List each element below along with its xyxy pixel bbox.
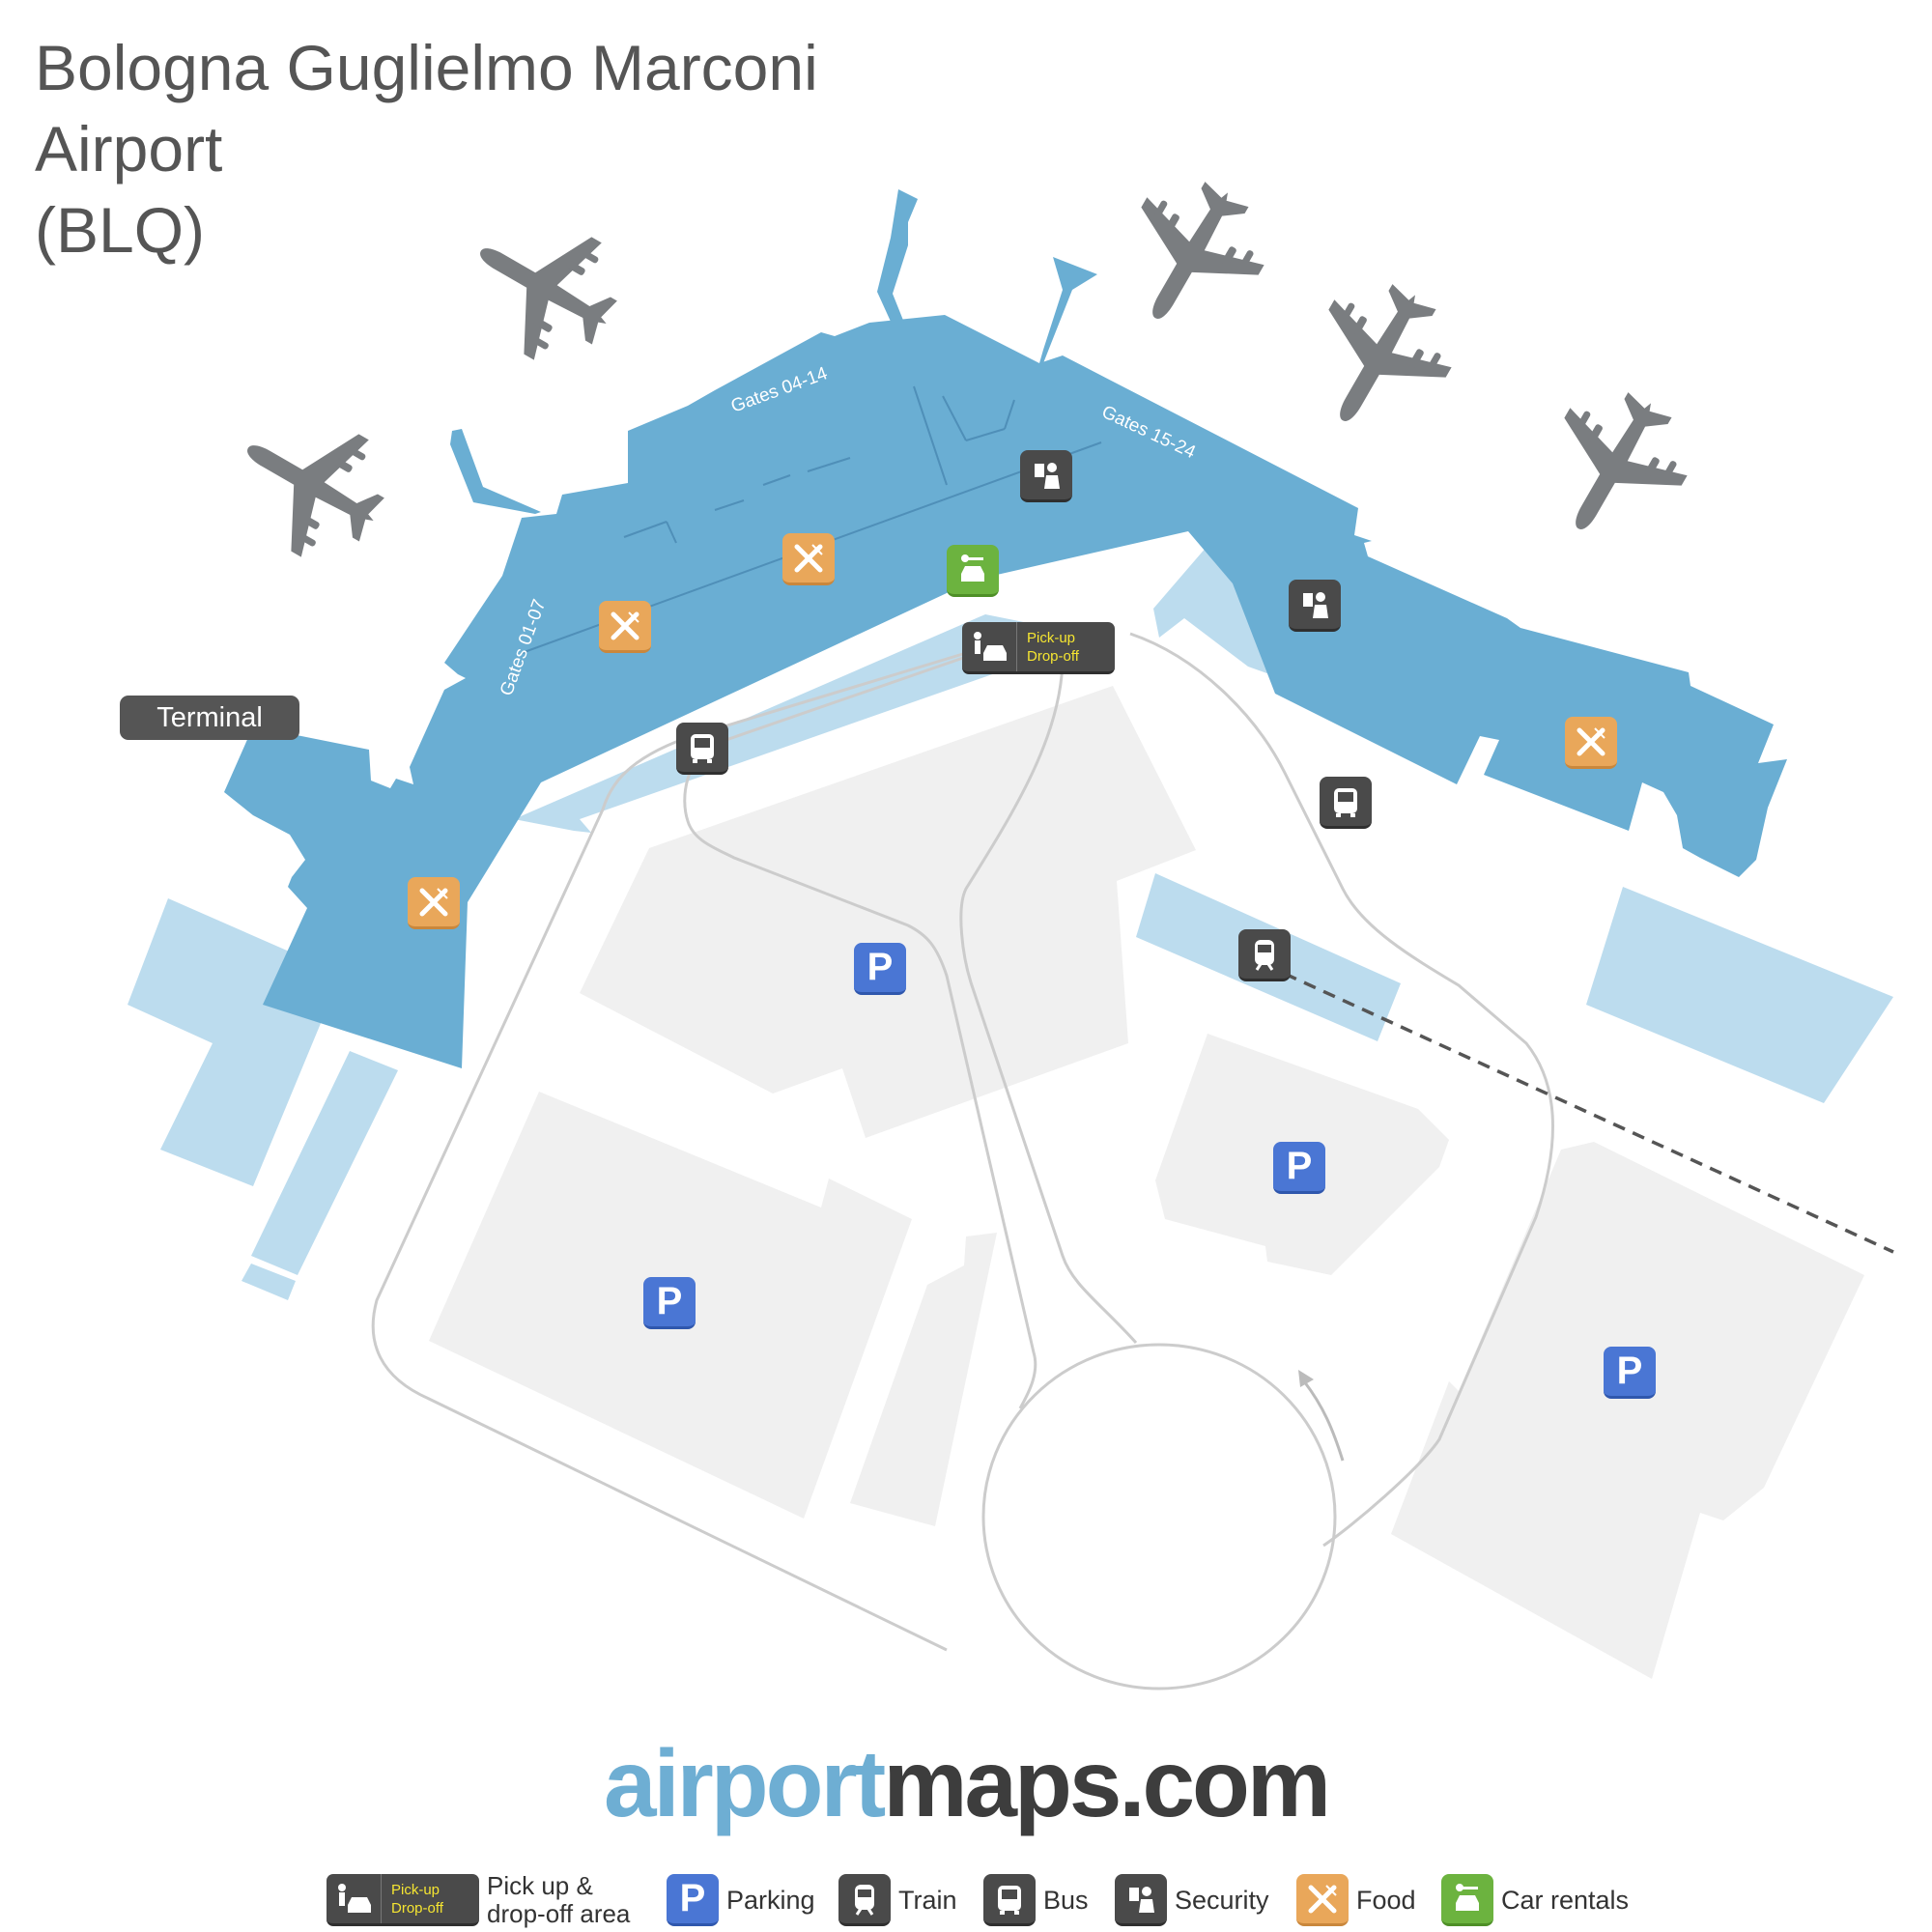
legend: Pick-up Drop-off Pick up & drop-off area… (0, 1870, 1932, 1930)
pickup-dropoff-sign: Pick-up Drop-off (327, 1874, 479, 1926)
title-line-1: Bologna Guglielmo Marconi (35, 32, 818, 103)
legend-label-security: Security (1175, 1885, 1269, 1915)
legend-item-parking: P Parking (667, 1870, 815, 1930)
terminal-label[interactable]: Terminal (120, 696, 299, 740)
pickup-dropoff-sign[interactable]: Pick-up Drop-off (962, 622, 1115, 674)
parking-icon[interactable]: P (1604, 1347, 1656, 1399)
security-icon[interactable] (1289, 580, 1341, 632)
legend-item-car-rentals: Car rentals (1441, 1870, 1629, 1930)
parking-icon[interactable]: P (1273, 1142, 1325, 1194)
legend-label-car-rentals: Car rentals (1501, 1885, 1630, 1915)
parking-icon[interactable]: P (854, 943, 906, 995)
food-icon[interactable] (782, 533, 835, 585)
page-title: Bologna Guglielmo Marconi Airport (BLQ) (35, 27, 818, 270)
legend-pickup-line-1: Pick up & (487, 1871, 593, 1900)
terminal-building (224, 189, 1787, 1068)
bus-icon[interactable] (676, 723, 728, 775)
legend-label-train: Train (898, 1885, 957, 1915)
legend-label-pickup: Pick up & drop-off area (487, 1872, 630, 1928)
pickup-dropoff-icon (327, 1874, 382, 1923)
plane-icon (1284, 261, 1474, 455)
parking-icon[interactable]: P (643, 1277, 696, 1329)
car-rental-icon[interactable] (947, 545, 999, 597)
food-icon (1296, 1874, 1349, 1926)
brand-logo: airportmaps.com (0, 1729, 1932, 1838)
plane-icon (1096, 158, 1287, 353)
bus-icon[interactable] (1320, 777, 1372, 829)
security-icon[interactable] (1020, 450, 1072, 502)
legend-item-bus: Bus (983, 1870, 1089, 1930)
legend-item-pickup: Pick-up Drop-off Pick up & drop-off area (327, 1870, 630, 1930)
security-icon (1115, 1874, 1167, 1926)
legend-item-food: Food (1296, 1870, 1416, 1930)
arrow-head (1298, 1370, 1314, 1387)
roads (371, 632, 1554, 1690)
pickup-dropoff-icon (962, 622, 1017, 671)
dropoff-text: Drop-off (391, 1899, 443, 1917)
car-rental-icon (1441, 1874, 1493, 1926)
plane-icon (1520, 369, 1710, 563)
title-line-3: (BLQ) (35, 194, 206, 266)
title-line-2: Airport (35, 113, 223, 185)
food-icon[interactable] (599, 601, 651, 653)
brand-part-2: maps.com (883, 1730, 1331, 1836)
pickup-text: Pick-up (1027, 629, 1076, 646)
pickup-text: Pick-up (391, 1881, 440, 1898)
legend-item-security: Security (1115, 1870, 1269, 1930)
brand-part-1: airport (603, 1730, 886, 1836)
legend-label-bus: Bus (1043, 1885, 1089, 1915)
legend-pickup-line-2: drop-off area (487, 1899, 631, 1928)
train-icon (838, 1874, 891, 1926)
train-icon[interactable] (1238, 929, 1291, 981)
food-icon[interactable] (408, 877, 460, 929)
food-icon[interactable] (1565, 717, 1617, 769)
legend-item-train: Train (838, 1870, 957, 1930)
parking-areas (429, 686, 1864, 1679)
parking-icon: P (667, 1874, 719, 1926)
one-way-arrow (1302, 1380, 1345, 1462)
dropoff-text: Drop-off (1027, 647, 1079, 665)
plane-icon (213, 389, 408, 580)
rail-line (1284, 972, 1894, 1254)
legend-label-parking: Parking (726, 1885, 815, 1915)
legend-label-food: Food (1356, 1885, 1416, 1915)
bus-icon (983, 1874, 1036, 1926)
